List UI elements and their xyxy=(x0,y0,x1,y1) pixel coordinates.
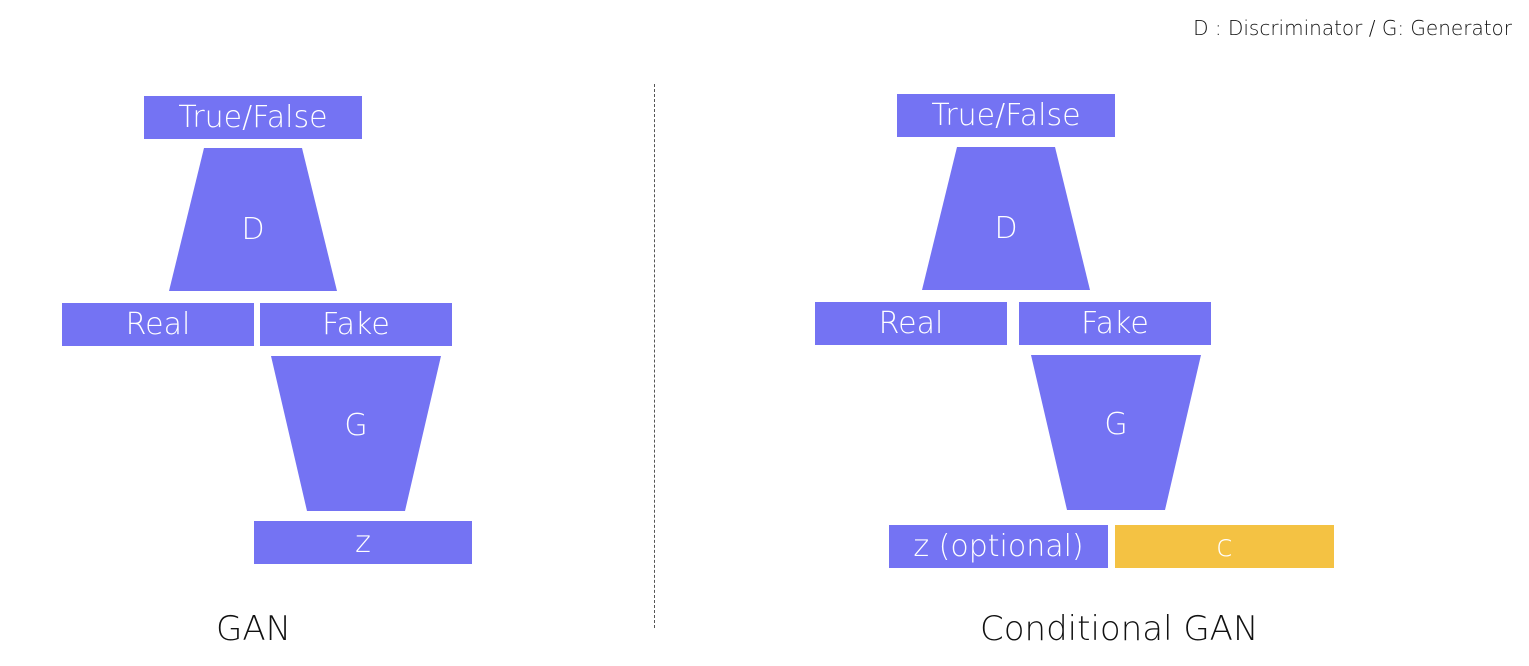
gan-real-block: Real xyxy=(62,303,254,346)
cgan-fake-block: Fake xyxy=(1019,302,1211,345)
gan-generator-label: G xyxy=(344,408,368,443)
cgan-output-block: True/False xyxy=(897,94,1115,137)
gan-generator-block: G xyxy=(271,356,441,511)
cgan-discriminator-block: D xyxy=(922,147,1090,290)
gan-generator-trapezoid xyxy=(271,356,441,511)
gan-caption: GAN xyxy=(216,609,292,649)
cgan-real-block: Real xyxy=(815,302,1007,345)
gan-discriminator-label: D xyxy=(241,212,265,247)
legend: D : Discriminator / G: Generator xyxy=(1193,16,1512,40)
gan-discriminator-block: D xyxy=(169,148,337,291)
cgan-discriminator-label: D xyxy=(994,211,1018,246)
gan-noise-block: z xyxy=(254,521,472,564)
cgan-generator-label: G xyxy=(1104,407,1128,442)
cgan-condition-block: c xyxy=(1115,525,1334,568)
cgan-discriminator-trapezoid xyxy=(922,147,1090,290)
gan-output-block: True/False xyxy=(144,96,362,139)
gan-discriminator-trapezoid xyxy=(169,148,337,291)
gan-fake-block: Fake xyxy=(260,303,452,346)
cgan-noise-block: z (optional) xyxy=(889,525,1108,568)
cgan-generator-trapezoid xyxy=(1031,355,1201,510)
cgan-caption: Conditional GAN xyxy=(980,609,1259,649)
panel-divider xyxy=(654,84,655,628)
cgan-generator-block: G xyxy=(1031,355,1201,510)
